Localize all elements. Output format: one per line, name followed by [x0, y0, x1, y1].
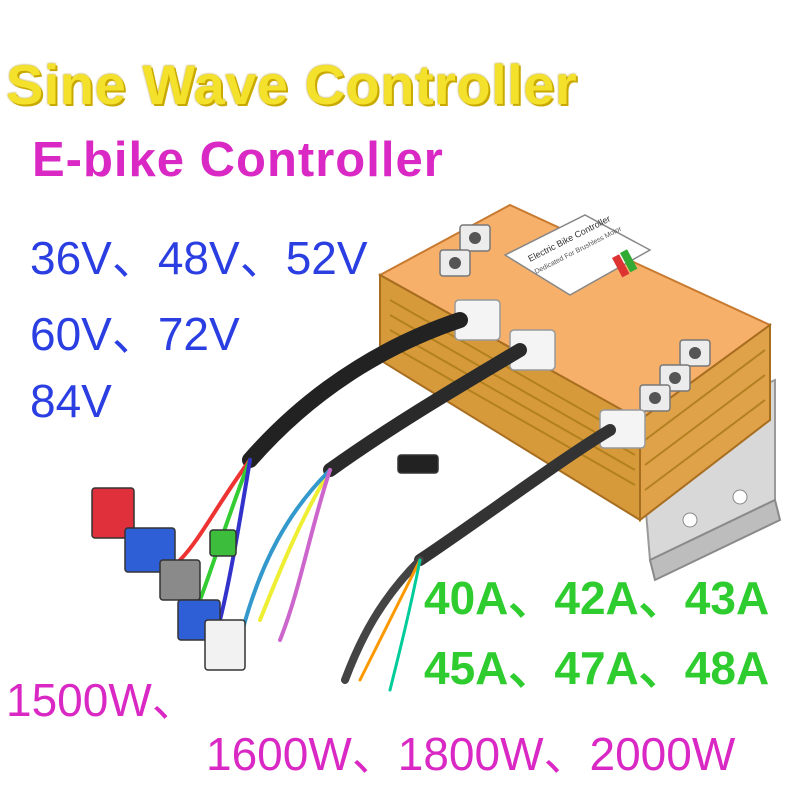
power-line-2: 1600W、1800W、2000W	[206, 728, 736, 780]
voltage-line-1: 36V、48V、52V	[30, 232, 368, 284]
current-line-2: 45A、47A、48A	[424, 642, 770, 694]
current-line-1: 40A、42A、43A	[424, 572, 770, 624]
voltage-line-2: 60V、72V	[30, 308, 240, 360]
cable-harness	[178, 312, 616, 692]
headline-subtitle: E-bike Controller	[32, 133, 444, 187]
plug-connectors	[91, 454, 439, 671]
power-line-1: 1500W、	[6, 674, 198, 726]
voltage-line-3: 84V	[30, 375, 112, 427]
headline-title: Sine Wave Controller	[6, 53, 578, 116]
